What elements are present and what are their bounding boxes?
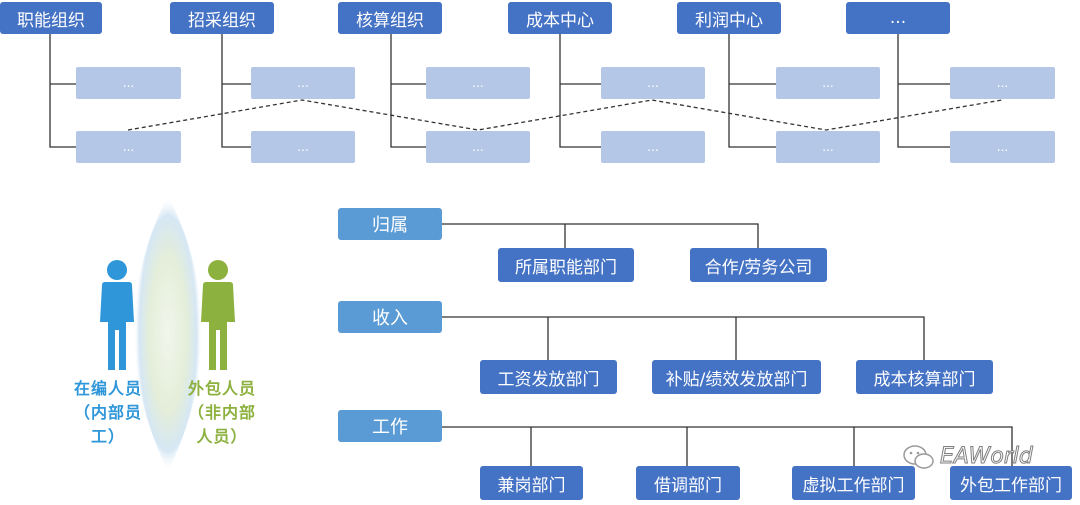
sub-node: ... [950, 131, 1055, 163]
top-node-cost-center: 成本中心 [508, 2, 612, 34]
dept-virtual: 虚拟工作部门 [792, 466, 915, 500]
sub-node: ... [251, 67, 355, 99]
wechat-icon [903, 445, 934, 469]
top-node-more: ... [846, 2, 950, 34]
internal-label-line1: 在编人员 [73, 379, 142, 398]
sub-node: ... [950, 67, 1055, 99]
sub-node: ... [601, 131, 705, 163]
external-label-line3: 人员） [196, 427, 248, 446]
sub-node: ... [776, 131, 880, 163]
internal-label-line2: （内部员 [73, 403, 142, 422]
sub-node: ... [251, 131, 355, 163]
category-income: 收入 [338, 301, 442, 333]
dept-payroll: 工资发放部门 [480, 360, 617, 394]
category-belong: 归属 [338, 208, 442, 240]
sub-node: ... [601, 67, 705, 99]
sub-node: ... [426, 131, 530, 163]
dept-partner-company: 合作/劳务公司 [690, 248, 827, 282]
dept-cost-accounting: 成本核算部门 [856, 360, 993, 394]
top-node-profit-center: 利润中心 [677, 2, 781, 34]
external-label-line1: 外包人员 [187, 379, 256, 398]
internal-label-line3: 工） [90, 427, 125, 446]
dept-secondment: 借调部门 [636, 466, 740, 500]
top-node-accounting: 核算组织 [338, 2, 442, 34]
watermark-text: EAWorld [940, 444, 1034, 470]
sub-node: ... [76, 131, 181, 163]
external-person-icon [201, 260, 235, 370]
top-node-functional: 职能组织 [0, 2, 102, 34]
internal-staff-label: 在编人员 （内部员 工） [60, 377, 156, 449]
sub-node: ... [426, 67, 530, 99]
dept-outsourced: 外包工作部门 [950, 466, 1072, 500]
dept-functional: 所属职能部门 [498, 248, 634, 282]
sub-node: ... [76, 67, 181, 99]
top-node-procurement: 招采组织 [170, 2, 274, 34]
category-work: 工作 [338, 410, 442, 442]
dashed-link [127, 99, 1003, 131]
internal-person-icon [100, 260, 134, 370]
external-staff-label: 外包人员 （非内部 人员） [174, 377, 270, 449]
people-graphic [100, 195, 235, 472]
overlap-lens [134, 195, 202, 472]
sub-node: ... [776, 67, 880, 99]
dept-bonus: 补贴/绩效发放部门 [652, 360, 821, 394]
dept-part-time: 兼岗部门 [480, 466, 583, 500]
external-label-line2: （非内部 [187, 403, 256, 422]
